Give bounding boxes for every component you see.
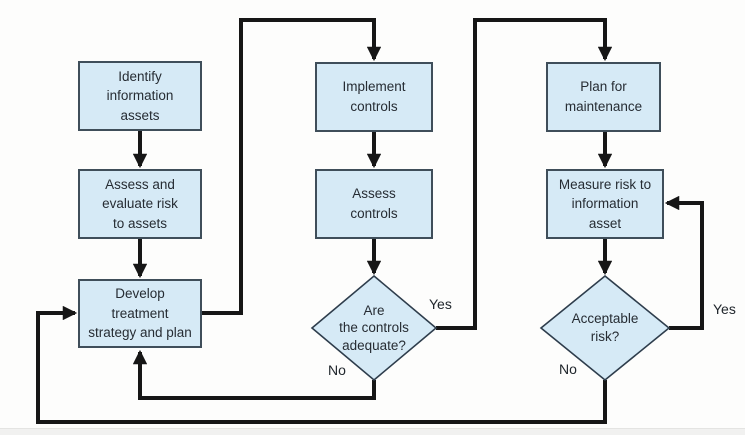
node-implement-controls-label: Implement controls [342, 79, 406, 114]
node-assess-evaluate-risk-label: Assess and evaluate risk to assets [102, 176, 178, 231]
connector-controls-no-to-develop [132, 349, 376, 400]
decision-acceptable-risk-shape [539, 274, 671, 382]
node-identify-assets-label: Identify information assets [106, 68, 174, 123]
decision-controls-adequate-shape [310, 274, 438, 382]
connector-develop-to-implement [202, 18, 382, 315]
node-assess-controls: Assess controls [315, 169, 433, 239]
node-develop-treatment-label: Develop treatment strategy and plan [88, 286, 192, 341]
edge-label-risk-no: No [559, 361, 577, 377]
node-plan-maintenance: Plan for maintenance [546, 62, 661, 132]
edge-label-controls-no: No [328, 362, 346, 378]
connector-controls-yes-to-plan [436, 18, 613, 330]
node-measure-risk: Measure risk to information asset [546, 169, 664, 239]
node-develop-treatment: Develop treatment strategy and plan [78, 279, 202, 348]
connector-risk-no-to-develop [36, 305, 607, 424]
node-plan-maintenance-label: Plan for maintenance [564, 79, 643, 114]
letterbox-strip [0, 428, 745, 435]
node-implement-controls: Implement controls [315, 62, 433, 132]
edge-label-risk-yes: Yes [713, 301, 736, 317]
connector-risk-yes-to-measure [664, 195, 704, 330]
node-assess-evaluate-risk: Assess and evaluate risk to assets [78, 169, 202, 239]
node-assess-controls-label: Assess controls [350, 186, 398, 221]
edge-label-controls-yes: Yes [429, 296, 452, 312]
node-identify-assets: Identify information assets [78, 61, 202, 131]
node-measure-risk-label: Measure risk to information asset [558, 176, 652, 231]
